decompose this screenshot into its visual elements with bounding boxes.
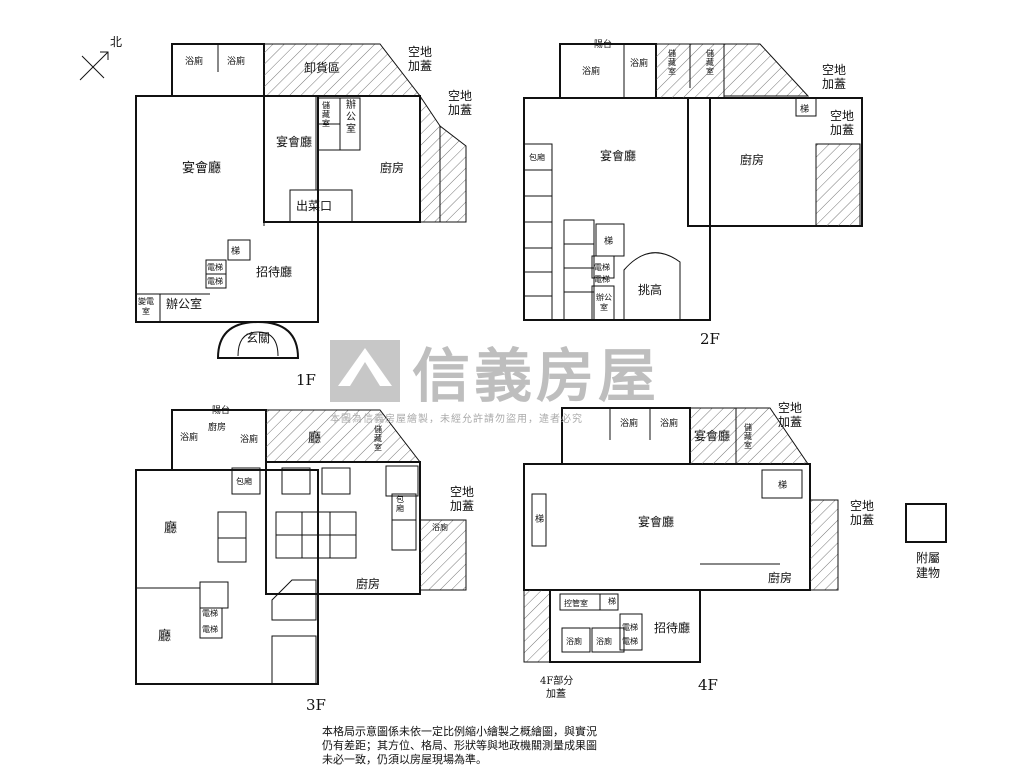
f1-label: 1F	[296, 371, 316, 389]
f4-bath2: 浴廁	[660, 417, 678, 429]
f2-kitchen: 廚房	[740, 152, 764, 167]
f1-serving: 出菜口	[296, 199, 332, 213]
f4-ext2: 空地加蓋	[850, 499, 874, 527]
f1-storage1: 儲藏室	[322, 100, 330, 128]
f1-banquet-main: 宴會廳	[182, 160, 221, 176]
f2-balcony: 陽台	[594, 38, 612, 50]
f4-partial: 4F部分加蓋	[540, 674, 573, 700]
f3-bath3: 浴廁	[432, 522, 448, 532]
f1-power: 變電室	[138, 296, 154, 316]
f2-banquet: 宴會廳	[600, 148, 636, 163]
f1-porch: 玄關	[246, 330, 270, 345]
f1-ext1: 空地加蓋	[408, 45, 432, 73]
f4-stairs3: 梯	[608, 596, 616, 606]
f1-office: 辦公室	[166, 296, 202, 311]
f4-stairs2: 梯	[535, 513, 544, 525]
f2-stairs1: 梯	[800, 103, 809, 115]
f2-label: 2F	[700, 330, 720, 348]
f1-warehouse: 卸貨區	[304, 60, 340, 75]
f2-private: 包廂	[529, 152, 545, 162]
f2-storage2: 儲藏室	[706, 48, 714, 76]
f4-kitchen: 廚房	[768, 570, 792, 585]
f4-label: 4F	[698, 676, 718, 694]
f2-office: 辦公室	[596, 292, 612, 312]
f2-bath1: 浴廁	[582, 65, 600, 77]
floor-2f: 陽台 浴廁 浴廁 儲藏室 儲藏室 空地加蓋 空地加蓋 梯 宴會廳 廚房 包廂 梯…	[523, 38, 863, 348]
f3-label: 3F	[306, 696, 326, 714]
f4-bath3: 浴廁	[566, 636, 582, 646]
f3-kitchen: 廚房	[356, 576, 380, 591]
disclaimer: 本格局示意圖係未依一定比例縮小繪製之概繪圖，與實況 仍有差距；其方位、格局、形狀…	[322, 725, 662, 767]
f3-private: 包廂	[236, 476, 252, 486]
f2-elev1: 電梯	[594, 262, 610, 272]
f3-storage: 儲藏室	[374, 424, 382, 452]
annex-label: 附屬建物	[916, 551, 940, 580]
f4-bath4: 浴廁	[596, 636, 612, 646]
f1-bath1: 浴廁	[185, 55, 203, 67]
f1-stairs: 梯	[231, 245, 240, 257]
f3-hall-top: 廳	[308, 430, 321, 446]
f3-ext1: 空地加蓋	[450, 485, 474, 513]
f1-bath2: 浴廁	[227, 55, 245, 67]
f4-control: 控管室	[564, 598, 588, 608]
f2-ext1: 空地加蓋	[822, 63, 846, 91]
f3-bath2: 浴廁	[240, 433, 258, 445]
f4-ext1: 空地加蓋	[778, 401, 802, 429]
north-label: 北	[110, 35, 122, 49]
f3-elev1: 電梯	[202, 608, 218, 618]
disclaimer-line: 仍有差距；其方位、格局、形狀等與地政機關測量成果圖	[322, 739, 597, 752]
f1-ext2: 空地加蓋	[448, 89, 472, 117]
f4-elev2: 電梯	[622, 636, 638, 646]
f4-reception: 招待廳	[654, 620, 690, 635]
f1-reception: 招待廳	[256, 264, 292, 279]
compass: 北	[79, 35, 122, 81]
f2-storage1: 儲藏室	[668, 48, 676, 76]
annex: 附屬建物	[905, 503, 947, 580]
watermark-brand: 信義房屋	[412, 342, 661, 410]
floor-1f: 浴廁 浴廁 卸貨區 空地加蓋 空地加蓋 宴會廳 宴會廳 儲藏室 辦公室 廚房 出…	[135, 43, 472, 389]
f4-banquet: 宴會廳	[638, 514, 674, 529]
f2-elev2: 電梯	[594, 274, 610, 284]
f1-elev1: 電梯	[207, 262, 223, 272]
f3-kitchen-small: 廚房	[208, 421, 226, 433]
f1-banquet-small: 宴會廳	[276, 134, 312, 149]
f4-storage: 儲藏室	[744, 422, 752, 450]
watermark-notice: 本圖為信義房屋繪製，未經允許請勿盜用，違者必究	[330, 414, 583, 425]
brand-logo-icon	[330, 340, 400, 402]
f2-stairs2: 梯	[604, 235, 613, 247]
f4-stairs1: 梯	[778, 479, 787, 491]
f1-kitchen: 廚房	[380, 160, 404, 175]
f1-elev2: 電梯	[207, 276, 223, 286]
f4-bath1: 浴廁	[620, 417, 638, 429]
f1-office-top: 辦公室	[346, 98, 356, 135]
disclaimer-line: 本格局示意圖係未依一定比例縮小繪製之概繪圖，與實況	[322, 725, 597, 738]
floor-3f: 陽台 浴廁 廚房 浴廁 廳 儲藏室 空地加蓋 包廂 包廂 廳 廳 電梯 電梯 廚…	[135, 404, 474, 714]
f3-private-side: 包廂	[396, 494, 404, 513]
f3-balcony: 陽台	[212, 404, 230, 416]
disclaimer-line: 未必一致，仍須以房屋現場為準。	[322, 753, 487, 766]
f4-elev1: 電梯	[622, 622, 638, 632]
f4-banquet-top: 宴會廳	[694, 428, 730, 443]
f2-ext2: 空地加蓋	[830, 109, 854, 137]
f2-bath2: 浴廁	[630, 57, 648, 69]
f3-elev2: 電梯	[202, 624, 218, 634]
watermark: 信義房屋	[330, 338, 710, 410]
f3-bath1: 浴廁	[180, 431, 198, 443]
f3-hall-bottom: 廳	[158, 628, 171, 644]
f3-hall-left: 廳	[164, 520, 177, 536]
f2-atrium: 挑高	[638, 282, 662, 297]
floor-4f: 浴廁 浴廁 宴會廳 儲藏室 空地加蓋 空地加蓋 梯 梯 梯 宴會廳 廚房 控管室…	[523, 401, 874, 700]
